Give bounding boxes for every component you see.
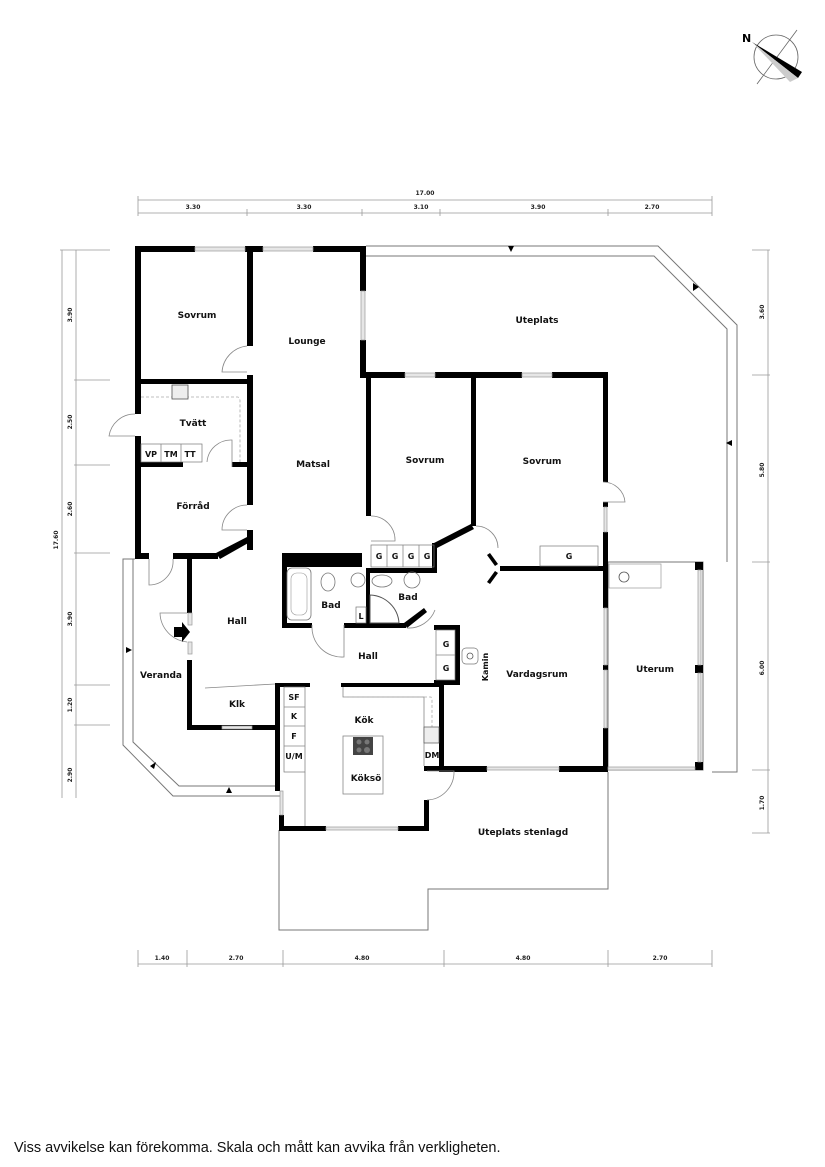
top-dimensions: 17.00 3.30 3.30 3.10 3.90 2.70 <box>137 190 713 216</box>
room-vardagsrum: Vardagsrum <box>506 670 568 680</box>
svg-text:17.60: 17.60 <box>53 531 60 550</box>
right-dimensions: 3.60 5.80 6.00 1.70 <box>752 249 770 834</box>
svg-text:5.80: 5.80 <box>759 463 766 478</box>
svg-text:G: G <box>424 552 431 561</box>
svg-text:3.90: 3.90 <box>67 308 74 323</box>
room-hall-2: Hall <box>358 652 378 662</box>
svg-text:1.70: 1.70 <box>759 796 766 811</box>
label-kamin: Kamin <box>481 653 490 682</box>
room-tvatt: Tvätt <box>180 419 207 429</box>
room-klk: Klk <box>229 700 246 710</box>
room-labels: Sovrum Lounge Uteplats Tvätt Matsal Sovr… <box>140 311 674 838</box>
disclaimer-text: Viss avvikelse kan förekomma. Skala och … <box>14 1140 501 1156</box>
room-sovrum-2: Sovrum <box>406 456 445 466</box>
svg-text:U/M: U/M <box>285 752 302 761</box>
svg-text:4.80: 4.80 <box>355 955 370 962</box>
svg-text:3.90: 3.90 <box>531 204 546 211</box>
svg-text:2.70: 2.70 <box>645 204 660 211</box>
svg-text:3.30: 3.30 <box>186 204 201 211</box>
svg-text:G: G <box>566 552 573 561</box>
svg-text:TM: TM <box>164 450 177 459</box>
svg-text:3.60: 3.60 <box>759 305 766 320</box>
svg-text:G: G <box>443 664 450 673</box>
svg-text:2.70: 2.70 <box>653 955 668 962</box>
fixtures: VP TM TT G G G G G G G L <box>140 384 662 826</box>
svg-text:2.50: 2.50 <box>67 415 74 430</box>
room-hall-1: Hall <box>227 617 247 627</box>
svg-text:TT: TT <box>184 450 196 459</box>
svg-text:L: L <box>358 612 363 621</box>
room-uteplats: Uteplats <box>516 316 559 326</box>
room-veranda: Veranda <box>140 671 182 681</box>
svg-text:SF: SF <box>288 693 299 702</box>
svg-text:DM: DM <box>425 751 440 760</box>
svg-text:G: G <box>408 552 415 561</box>
compass-north-icon: N <box>742 29 802 85</box>
svg-text:3.90: 3.90 <box>67 612 74 627</box>
svg-text:G: G <box>376 552 383 561</box>
compass-label: N <box>742 32 751 45</box>
room-uteplats-stenlagd: Uteplats stenlagd <box>478 828 568 838</box>
svg-text:1.40: 1.40 <box>155 955 170 962</box>
svg-text:4.80: 4.80 <box>516 955 531 962</box>
room-uterum: Uterum <box>636 665 674 675</box>
room-sovrum-3: Sovrum <box>523 457 562 467</box>
doors <box>108 345 626 801</box>
room-kok: Kök <box>355 716 375 726</box>
left-dimensions: 17.60 3.90 2.50 2.60 3.90 1.20 2.90 <box>53 249 110 798</box>
entrance-arrow-icon <box>174 622 190 642</box>
room-forrad: Förråd <box>176 501 209 512</box>
room-lounge: Lounge <box>288 337 325 347</box>
room-sovrum-1: Sovrum <box>178 311 217 321</box>
windows <box>187 246 702 831</box>
svg-text:VP: VP <box>145 450 157 459</box>
room-matsal: Matsal <box>296 460 330 470</box>
svg-text:2.60: 2.60 <box>67 502 74 517</box>
walls <box>135 246 703 831</box>
room-bad-2: Bad <box>398 593 417 603</box>
svg-text:G: G <box>392 552 399 561</box>
svg-text:G: G <box>443 640 450 649</box>
svg-text:F: F <box>291 732 296 741</box>
svg-text:2.90: 2.90 <box>67 768 74 783</box>
svg-text:6.00: 6.00 <box>759 661 766 676</box>
svg-text:3.10: 3.10 <box>414 204 429 211</box>
svg-text:1.20: 1.20 <box>67 698 74 713</box>
bottom-dimensions: 1.40 2.70 4.80 4.80 2.70 <box>137 950 713 967</box>
room-bad-1: Bad <box>321 601 340 611</box>
room-kokso: Köksö <box>351 774 382 784</box>
svg-text:17.00: 17.00 <box>416 190 435 197</box>
svg-text:2.70: 2.70 <box>229 955 244 962</box>
svg-text:K: K <box>291 712 298 721</box>
svg-text:3.30: 3.30 <box>297 204 312 211</box>
